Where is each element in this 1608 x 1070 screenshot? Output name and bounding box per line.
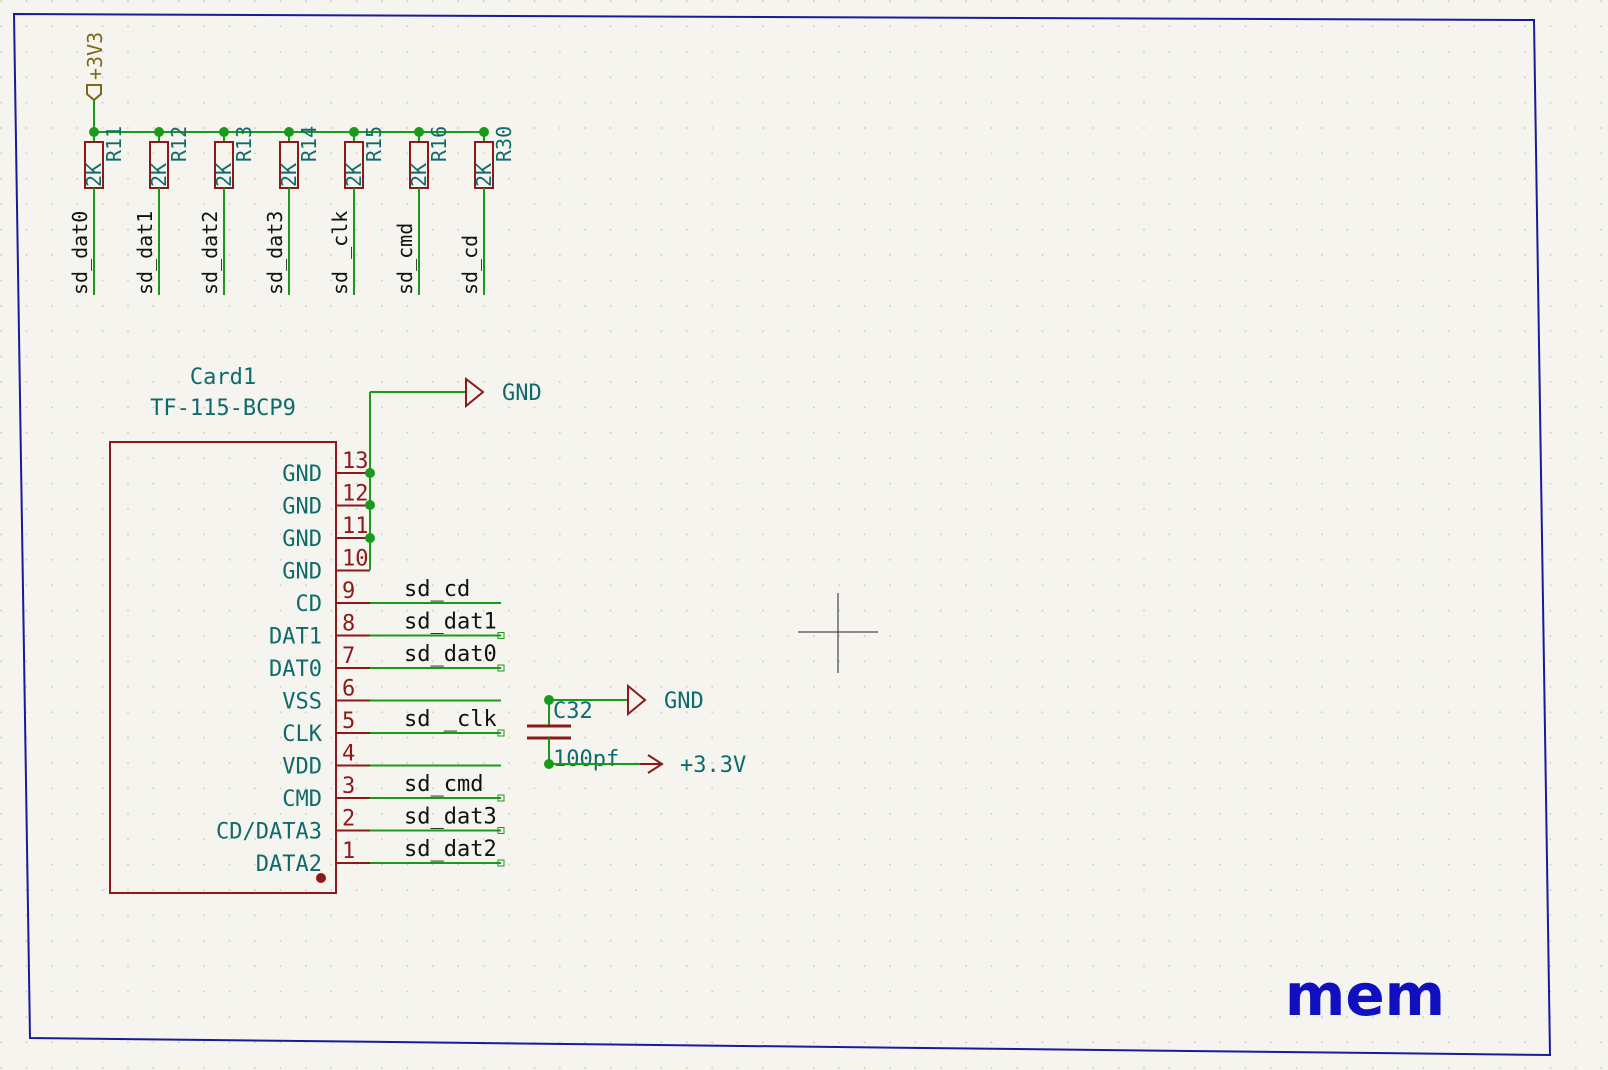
resistor-value: 2K: [472, 163, 496, 187]
connector-pin-7[interactable]: DAT0 7 sd_dat0: [269, 642, 505, 682]
resistor-ref: R12: [167, 126, 191, 162]
connector-pin-10[interactable]: GND 10: [282, 547, 370, 585]
capacitor-value: 100pf: [553, 747, 619, 772]
resistor-ref: R14: [297, 126, 321, 162]
power-symbol-3v3-cap[interactable]: +3.3V: [640, 753, 746, 778]
sheet-border: [12, 12, 1552, 1057]
pin-number: 13: [342, 449, 369, 474]
pin-number: 4: [342, 742, 355, 767]
pin-name: GND: [282, 495, 322, 520]
net-label: sd_dat0: [404, 642, 497, 667]
pin-name: VDD: [282, 755, 322, 780]
pin-name: CLK: [282, 722, 322, 747]
connector-pin-13[interactable]: GND 13: [282, 449, 370, 487]
pin-name: GND: [282, 462, 322, 487]
pin-number: 12: [342, 482, 369, 507]
net-label: sd_cmd: [404, 772, 483, 797]
net-label: sd_dat2: [198, 211, 222, 295]
resistor-value: 2K: [342, 163, 366, 187]
resistor-ref: R13: [232, 126, 256, 162]
gnd-symbol-top[interactable]: GND: [465, 376, 542, 409]
pin-name: CD/DATA3: [216, 820, 322, 845]
connector-value: TF-115-BCP9: [150, 396, 296, 421]
resistor-ref: R16: [427, 126, 451, 162]
connector-pin-12[interactable]: GND 12: [282, 482, 370, 520]
pin-name: VSS: [282, 690, 322, 715]
net-label: sd_cd: [458, 235, 482, 295]
gnd-label-cap: GND: [664, 689, 704, 714]
pin-name: DATA2: [256, 852, 322, 877]
net-label: sd_dat0: [68, 211, 92, 295]
pin-number: 2: [342, 807, 355, 832]
net-label: sd_dat1: [133, 211, 157, 295]
resistor-value: 2K: [277, 163, 301, 187]
connector-pin-6[interactable]: VSS 6: [282, 677, 501, 715]
pin-number: 1: [342, 839, 355, 864]
connector-ref: Card1: [190, 365, 256, 390]
net-label: sd_dat2: [404, 837, 497, 862]
resistor-value: 2K: [407, 163, 431, 187]
net-label: sd_cmd: [393, 223, 417, 295]
net-label: sd _clk: [328, 211, 352, 295]
pin-name: CMD: [282, 787, 322, 812]
power-label-3v3: +3V3: [83, 32, 107, 80]
pin-number: 9: [342, 579, 355, 604]
resistor-array: 2KR11sd_dat02KR12sd_dat12KR13sd_dat22KR1…: [68, 126, 516, 295]
pin-name: GND: [282, 527, 322, 552]
pin-number: 11: [342, 514, 369, 539]
connector-pin-4[interactable]: VDD 4: [282, 742, 501, 780]
net-label: sd_dat1: [404, 610, 497, 635]
pin-name: GND: [282, 560, 322, 585]
resistor-ref: R30: [492, 126, 516, 162]
pin1-marker: [316, 873, 326, 883]
pin-name: DAT0: [269, 657, 322, 682]
net-label: sd_dat3: [263, 211, 287, 295]
sheet-title: mem: [1285, 961, 1445, 1029]
gnd-bus[interactable]: [365, 391, 466, 570]
resistor-value: 2K: [82, 163, 106, 187]
resistor-value: 2K: [212, 163, 236, 187]
connector-pin-9[interactable]: CD 9 sd_cd: [296, 577, 502, 617]
capacitor-ref: C32: [553, 699, 593, 724]
connector-pin-2[interactable]: CD/DATA3 2 sd_dat3: [216, 805, 505, 845]
connector-pin-8[interactable]: DAT1 8 sd_dat1: [269, 610, 505, 650]
resistor-ref: R11: [102, 126, 126, 162]
pin-name: DAT1: [269, 625, 322, 650]
connector-pin-1[interactable]: DATA2 1 sd_dat2: [256, 837, 505, 877]
connector-pin-11[interactable]: GND 11: [282, 514, 370, 552]
pin-number: 3: [342, 774, 355, 799]
gnd-label-top: GND: [502, 381, 542, 406]
pin-number: 10: [342, 547, 369, 572]
net-label: sd_dat3: [404, 805, 497, 830]
net-label: sd _clk: [404, 707, 497, 732]
connector-pin-3[interactable]: CMD 3 sd_cmd: [282, 772, 505, 812]
resistor-value: 2K: [147, 163, 171, 187]
connector-pin-5[interactable]: CLK 5 sd _clk: [282, 707, 505, 747]
resistor-ref: R15: [362, 126, 386, 162]
pin-number: 8: [342, 612, 355, 637]
net-label: sd_cd: [404, 577, 470, 602]
gnd-symbol-cap[interactable]: GND: [627, 683, 704, 717]
pin-number: 5: [342, 709, 355, 734]
power-symbol-3v3[interactable]: +3V3: [83, 32, 107, 132]
pin-name: CD: [296, 592, 323, 617]
vcc-label-cap: +3.3V: [680, 753, 746, 778]
crosshair-cursor: [798, 593, 878, 673]
pin-number: 7: [342, 644, 355, 669]
pin-number: 6: [342, 677, 355, 702]
